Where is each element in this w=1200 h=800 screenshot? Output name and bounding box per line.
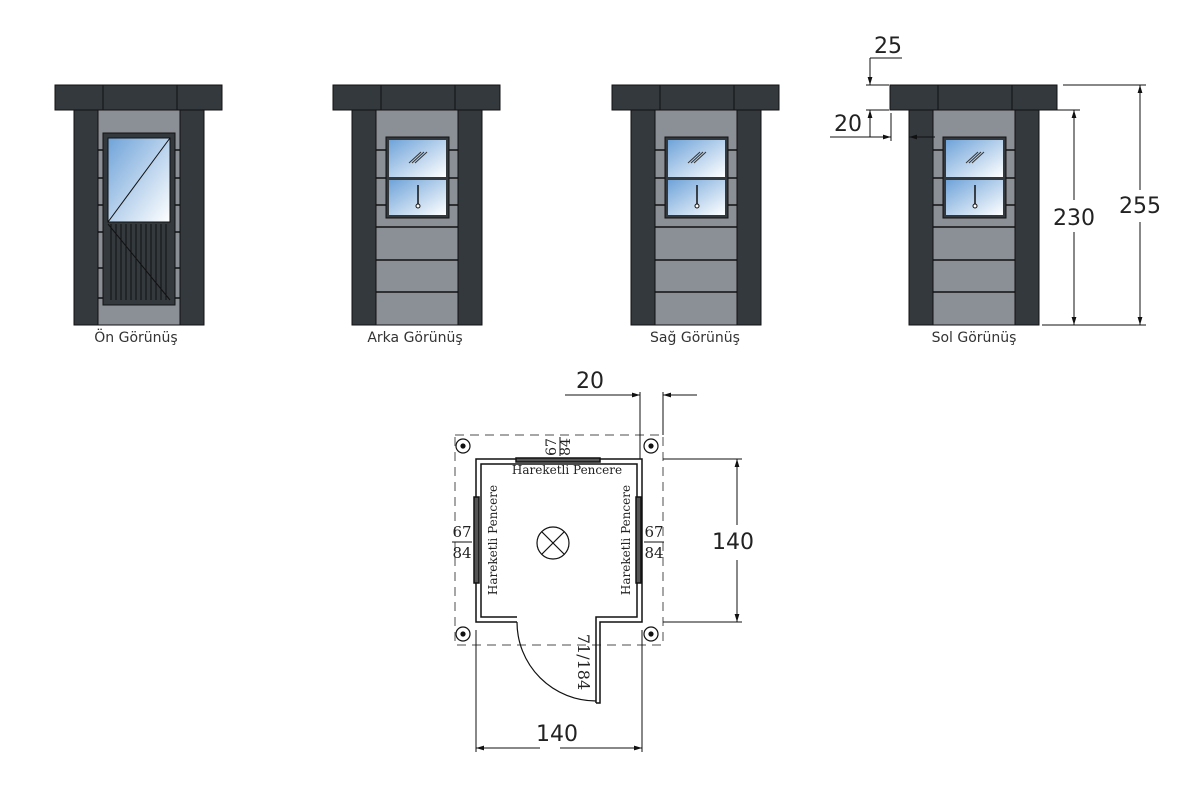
pillar-right — [1014, 109, 1040, 326]
dim-roof-thickness: 25 — [874, 34, 902, 59]
glass-hatch-icon — [687, 151, 701, 164]
outer-wall — [475, 458, 643, 704]
glass-diagonal — [107, 137, 171, 223]
elevation-2 — [611, 84, 780, 326]
elevation-1 — [332, 84, 501, 326]
window-size-top-b: 84 — [558, 438, 574, 456]
view-label-front: Ön Görünüş — [94, 328, 177, 346]
window-right — [635, 496, 642, 584]
dim-body-height: 230 — [1053, 206, 1095, 231]
glass-hatch-icon — [408, 151, 422, 164]
window-size-top-a: 67 — [544, 438, 560, 456]
window-size-right-b: 84 — [644, 544, 663, 562]
window-handle-knob — [415, 203, 421, 209]
window-handle-knob — [972, 203, 978, 209]
window-label-top: Hareketli Pencere — [512, 463, 622, 477]
window-handle-knob — [694, 203, 700, 209]
pillar-left — [351, 109, 377, 326]
pillar-right — [457, 109, 483, 326]
glass-hatch-icon — [693, 151, 707, 164]
plan-dimensions — [452, 392, 742, 752]
window-size-right-a: 67 — [644, 523, 663, 541]
door-diagonal — [107, 223, 171, 301]
elevation-3 — [889, 84, 1058, 326]
window-label-left: Hareketli Pencere — [486, 485, 500, 595]
door-size-label: 71/184 — [574, 634, 593, 690]
window-left — [473, 496, 480, 584]
glass-hatch-icon — [971, 151, 985, 164]
glass-hatch-icon — [414, 151, 428, 164]
elevations — [54, 84, 1058, 326]
roof — [889, 84, 1058, 111]
roof — [54, 84, 223, 111]
elevation-0 — [54, 84, 223, 326]
view-label-back: Arka Görünüş — [367, 330, 462, 346]
floor-plan — [452, 392, 742, 752]
light-fixture-icon — [536, 526, 570, 560]
inner-wall — [480, 463, 638, 703]
view-label-right: Sağ Görünüş — [650, 330, 740, 346]
dim-column-offset: 20 — [576, 369, 604, 394]
glass-hatch-icon — [690, 151, 704, 164]
window-size-left-a: 67 — [452, 523, 471, 541]
window-top — [515, 457, 601, 463]
roof — [611, 84, 780, 111]
pillar-left — [908, 109, 934, 326]
roof — [332, 84, 501, 111]
window-label-right: Hareketli Pencere — [619, 485, 633, 595]
pillar-left — [630, 109, 656, 326]
column-icons — [455, 438, 659, 642]
dim-plan-width: 140 — [536, 722, 578, 747]
glass-hatch-icon — [965, 151, 979, 164]
pillar-right — [179, 109, 205, 326]
pillar-right — [736, 109, 762, 326]
elevation-dimensions — [830, 57, 1146, 326]
view-label-left: Sol Görünüş — [932, 330, 1017, 346]
door-swing — [516, 621, 597, 702]
glass-hatch-icon — [411, 151, 425, 164]
window-size-left-b: 84 — [452, 544, 471, 562]
glass-hatch-icon — [968, 151, 982, 164]
dim-overhang: 20 — [834, 112, 862, 137]
dim-total-height: 255 — [1119, 194, 1161, 219]
dim-plan-depth: 140 — [712, 530, 754, 555]
pillar-left — [73, 109, 99, 326]
